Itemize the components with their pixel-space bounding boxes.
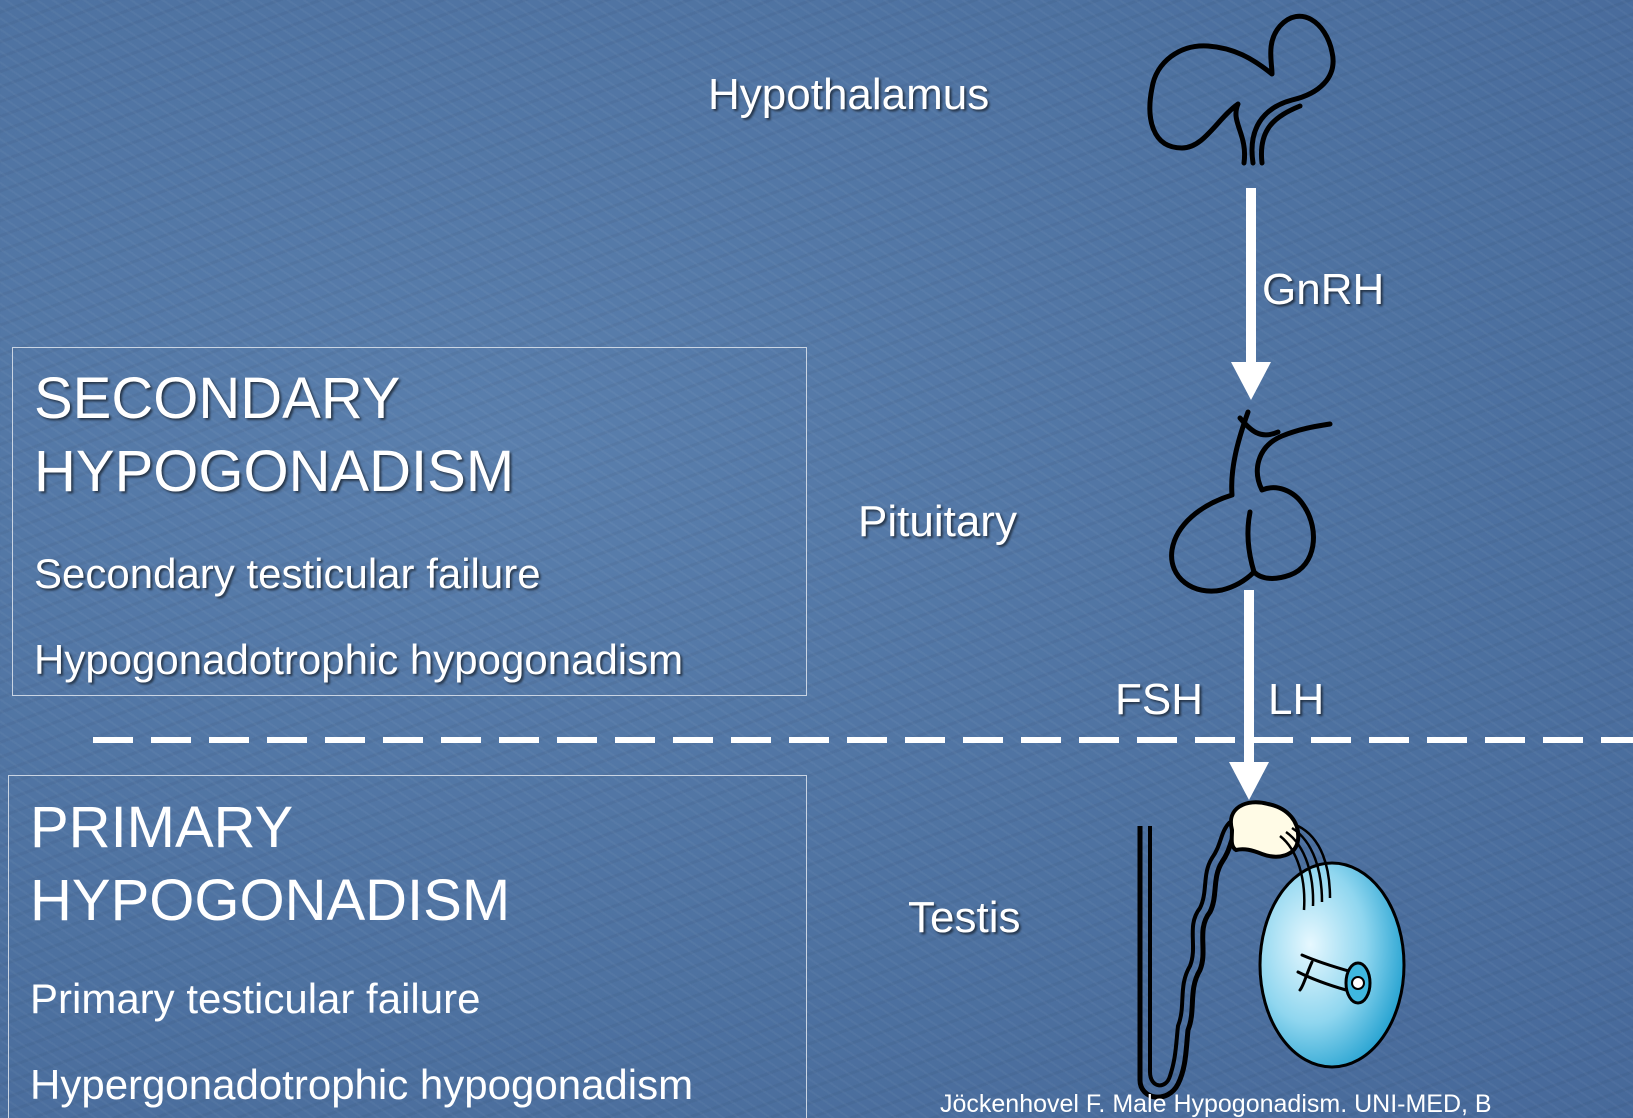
secondary-line-hypogonadotrophic: Hypogonadotrophic hypogonadism	[34, 639, 683, 681]
primary-line-hypergonadotrophic: Hypergonadotrophic hypogonadism	[30, 1064, 693, 1106]
primary-line-testicular-failure: Primary testicular failure	[30, 978, 480, 1020]
secondary-line-testicular-failure: Secondary testicular failure	[34, 553, 541, 595]
label-hypothalamus: Hypothalamus	[708, 73, 989, 117]
citation: Jöckenhovel F. Male Hypogonadism. UNI-ME…	[940, 1090, 1492, 1118]
primary-hypogonadism-box: PRIMARY HYPOGONADISM Primary testicular …	[8, 775, 807, 1118]
label-gnrh: GnRH	[1262, 268, 1384, 312]
label-testis: Testis	[908, 896, 1020, 940]
primary-title-line1: PRIMARY	[30, 793, 293, 863]
secondary-title-line2: HYPOGONADISM	[34, 437, 514, 507]
primary-title-line2: HYPOGONADISM	[30, 866, 510, 936]
testis-drawing	[1140, 802, 1404, 1097]
hypothalamus-drawing	[1150, 16, 1333, 163]
secondary-title-line1: SECONDARY	[34, 364, 400, 434]
label-pituitary: Pituitary	[858, 500, 1017, 544]
fsh-lh-arrow	[1229, 590, 1269, 800]
label-fsh: FSH	[1115, 678, 1203, 722]
pituitary-drawing	[1172, 412, 1330, 591]
secondary-hypogonadism-box: SECONDARY HYPOGONADISM Secondary testicu…	[12, 347, 807, 696]
label-lh: LH	[1268, 678, 1324, 722]
